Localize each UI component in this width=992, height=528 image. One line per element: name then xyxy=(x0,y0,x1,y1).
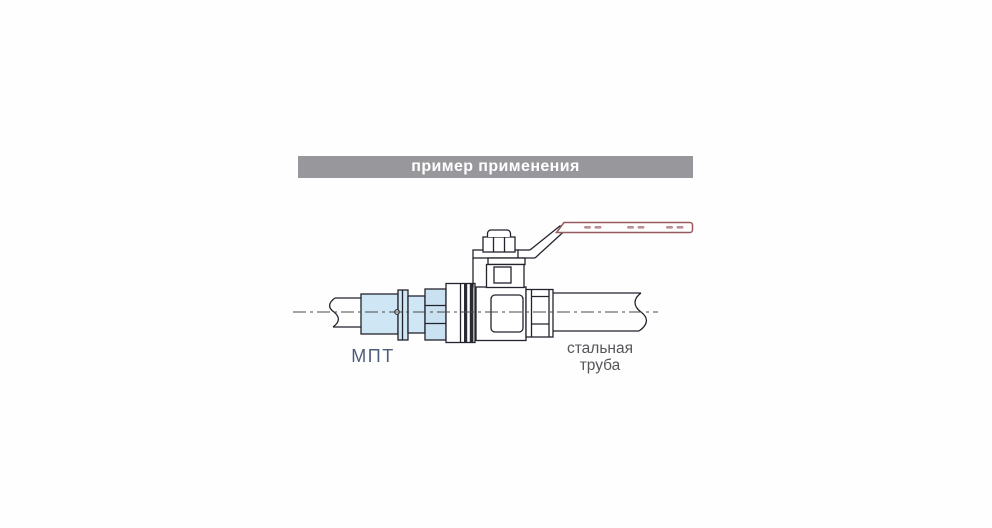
valve-stem xyxy=(472,229,535,289)
packing-hex-nut xyxy=(482,236,516,253)
section-title-bar: пример применения xyxy=(298,156,693,178)
label-steel-pipe: стальная труба xyxy=(543,340,657,374)
section-title: пример применения xyxy=(411,158,580,175)
handle-grip xyxy=(555,221,694,234)
label-steel-line2: труба xyxy=(579,356,621,374)
valve-handle xyxy=(529,221,694,259)
label-steel-line1: стальная xyxy=(567,340,633,357)
label-mpt: МПТ xyxy=(351,346,395,366)
valve-body xyxy=(475,286,527,342)
fitting-hex-nut xyxy=(424,288,447,341)
valve-outlet-coupling xyxy=(525,288,554,338)
valve-union-nut xyxy=(445,282,476,344)
press-fitting xyxy=(360,289,426,341)
stem-cap xyxy=(486,229,512,237)
handle-grip-marks xyxy=(584,226,684,229)
